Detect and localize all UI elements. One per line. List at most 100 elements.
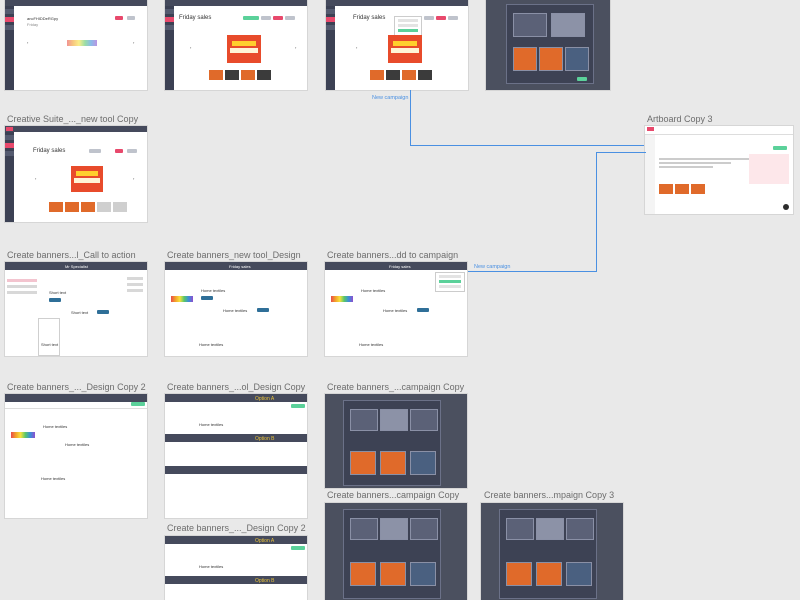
chevron-left-icon[interactable]: ‹ [27, 40, 29, 45]
delete-button[interactable] [273, 16, 283, 20]
label-creative-suite: Creative Suite_..._new tool Copy [7, 114, 139, 124]
banner-card-3[interactable] [566, 562, 592, 586]
option-card-b[interactable] [536, 518, 564, 540]
color-swatches[interactable] [331, 296, 353, 302]
option-card-c[interactable] [410, 518, 438, 540]
close-button[interactable] [448, 16, 458, 20]
delete-button[interactable] [436, 16, 446, 20]
top-bar [5, 126, 147, 132]
chevron-left-icon[interactable]: ‹ [35, 176, 37, 181]
artboard-campaign-copy3[interactable] [481, 503, 623, 600]
option-card-c[interactable] [410, 409, 438, 431]
option-b-label: Option B [255, 578, 275, 584]
cta-button-2[interactable] [97, 310, 109, 314]
artboard-add-to-campaign[interactable]: Friday sales Home textiles Home textiles… [325, 262, 467, 356]
artboard-creative-suite[interactable]: Friday sales ‹ › [5, 126, 147, 222]
artboard-title: ancFHIDDeRGpy [27, 16, 59, 21]
preview-button[interactable] [89, 149, 101, 153]
preview-button[interactable] [261, 16, 271, 20]
artboard-campaign-copy-b[interactable] [325, 503, 467, 600]
flow-label-new-campaign-2: New campaign [474, 264, 511, 270]
tab-bar[interactable] [5, 402, 147, 409]
close-button[interactable] [127, 149, 137, 153]
home-text-3: Home textiles [41, 476, 66, 481]
shop-button-2[interactable] [257, 308, 269, 312]
right-options [127, 274, 143, 294]
close-button[interactable] [127, 16, 135, 20]
help-icon[interactable] [783, 204, 789, 210]
banner-card-3[interactable] [565, 47, 589, 71]
option-card-a[interactable] [350, 518, 378, 540]
option-card-b[interactable] [380, 409, 408, 431]
banner-card-1[interactable] [350, 451, 376, 475]
save-button[interactable] [131, 402, 145, 406]
campaign-dropdown[interactable] [394, 16, 422, 36]
close-button[interactable] [285, 16, 295, 20]
delete-button[interactable] [115, 149, 123, 153]
campaign-form [659, 156, 749, 186]
banner-card-1[interactable] [506, 562, 532, 586]
option-card-a[interactable] [350, 409, 378, 431]
confirm-button[interactable] [577, 77, 587, 81]
banner-card-2[interactable] [539, 47, 563, 71]
save-button[interactable] [291, 546, 305, 550]
home-text-2: Home textiles [65, 442, 90, 447]
chevron-left-icon[interactable]: ‹ [190, 45, 192, 50]
campaign-modal [499, 509, 597, 599]
banner-card-1[interactable] [513, 47, 537, 71]
save-button[interactable] [773, 146, 787, 150]
header-title: Friday sales [229, 264, 251, 269]
shop-button-1[interactable] [201, 296, 213, 300]
artboard-cta[interactable]: Mr Specialist Short text Short text Shor… [5, 262, 147, 356]
artboard-ol-design-copy[interactable]: Option A Option B Home textiles [165, 394, 307, 518]
chevron-right-icon[interactable]: › [133, 40, 135, 45]
color-swatches[interactable] [171, 296, 193, 302]
top-bar [326, 0, 468, 6]
preview-button[interactable] [424, 16, 434, 20]
banner-card-2[interactable] [380, 562, 406, 586]
save-button[interactable] [291, 404, 305, 408]
option-card-a[interactable] [513, 13, 547, 37]
option-card-b[interactable] [380, 518, 408, 540]
save-button[interactable] [243, 16, 259, 20]
artboard-design-copy2[interactable]: Home textiles Home textiles Home textile… [5, 394, 147, 518]
artboard-ancf[interactable]: ancFHIDDeRGpy Friday ‹ › [5, 0, 147, 90]
campaign-dropdown[interactable] [435, 272, 465, 292]
top-bar-3 [165, 466, 307, 474]
home-text-1: Home textiles [201, 288, 226, 293]
sidebar [5, 6, 14, 90]
home-text-3: Home textiles [199, 342, 224, 347]
top-bar-2 [165, 576, 307, 584]
promo-banner [71, 166, 103, 192]
artboard-new-tool-design[interactable]: Friday sales Home textiles Home textiles… [165, 262, 307, 356]
cta-button-1[interactable] [49, 298, 61, 302]
short-text-1: Short text [49, 290, 67, 295]
label-cta: Create banners...l_Call to action [7, 250, 136, 260]
brand-logo [647, 127, 654, 131]
option-card-b[interactable] [551, 13, 585, 37]
artboard-copy-3[interactable] [645, 126, 793, 214]
artboard-modal-top[interactable] [486, 0, 610, 90]
artboard-campaign-copy[interactable] [325, 394, 467, 488]
banner-card-2[interactable] [380, 451, 406, 475]
promo-banner [227, 35, 261, 63]
option-card-a[interactable] [506, 518, 534, 540]
label-ol-design-copy: Create banners_...ol_Design Copy [167, 382, 306, 392]
delete-button[interactable] [115, 16, 123, 20]
banner-card-3[interactable] [410, 451, 436, 475]
banner-card-3[interactable] [410, 562, 436, 586]
chevron-right-icon[interactable]: › [133, 176, 135, 181]
artboard-friday-1[interactable]: Friday sales ‹ › [165, 0, 307, 90]
option-card-c[interactable] [566, 518, 594, 540]
top-bar [5, 0, 147, 6]
thumbnail-strip [659, 184, 705, 194]
artboard-design-copy2b[interactable]: Option A Home textiles Option B [165, 536, 307, 600]
flow-line-horizontal-1 [410, 145, 646, 146]
banner-card-2[interactable] [536, 562, 562, 586]
color-swatches[interactable] [11, 432, 35, 438]
shop-button-2[interactable] [417, 308, 429, 312]
chevron-left-icon[interactable]: ‹ [356, 45, 358, 50]
banner-card-1[interactable] [350, 562, 376, 586]
chevron-right-icon[interactable]: › [295, 45, 297, 50]
artboard-friday-2[interactable]: Friday sales ‹ [326, 0, 468, 90]
